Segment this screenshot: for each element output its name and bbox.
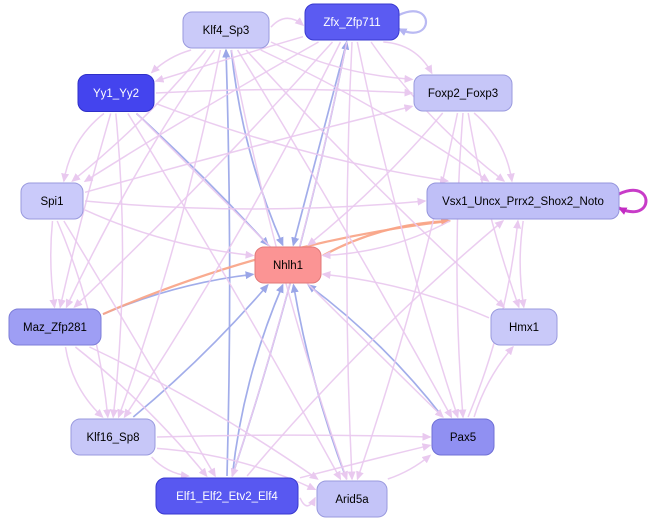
edge-Spi1-Foxp2_Foxp3 (84, 104, 414, 194)
edge-Zfx_Zfp711-Maz_Zfp281 (73, 41, 334, 309)
edge-Maz_Zfp281-Elf1_Elf2_Etv2_Elf4 (74, 346, 208, 478)
edge-Spi1-Maz_Zfp281 (49, 220, 58, 309)
edge-Foxp2_Foxp3-Arid5a (356, 112, 459, 481)
node-Arid5a: Arid5a (316, 480, 388, 518)
edge-Klf4_Sp3-Nhlh1 (230, 49, 284, 247)
edge-Spi1-Nhlh1 (84, 209, 255, 259)
edge-Foxp2_Foxp3-Pax5 (456, 112, 467, 419)
node-box (426, 182, 620, 220)
edge-Hmx1-Nhlh1 (321, 271, 490, 319)
node-box (490, 308, 558, 346)
node-box (155, 477, 299, 515)
edge-Yy1_Yy2-Foxp2_Foxp3 (155, 88, 414, 97)
edge-Zfx_Zfp711-Pax5 (356, 41, 460, 419)
edge-Yy1_Yy2-Maz_Zfp281 (57, 113, 112, 309)
edge-Zfx_Zfp711-Vsx1_Uncx_Prrx2_Shox2_Noto (370, 41, 506, 182)
node-box (8, 308, 102, 346)
edge-Klf4_Sp3-Hmx1 (245, 49, 506, 309)
node-label: Yy1_Yy2 (93, 88, 139, 100)
node-label: Vsx1_Uncx_Prrx2_Shox2_Noto (442, 196, 604, 208)
edge-Yy1_Yy2-Arid5a (127, 113, 342, 481)
edge-Zfx_Zfp711-Arid5a (346, 41, 356, 481)
edge-Zfx_Zfp711-Klf16_Sp8 (123, 41, 342, 419)
node-box (316, 480, 388, 518)
node-box (431, 418, 495, 456)
edge-Elf1_Elf2_Etv2_Elf4-Klf4_Sp3 (222, 48, 231, 477)
node-label: Hmx1 (509, 322, 539, 334)
node-box (182, 11, 270, 49)
edge-Klf4_Sp3-Foxp2_Foxp3 (270, 41, 414, 83)
node-Klf16_Sp8: Klf16_Sp8 (70, 418, 156, 456)
node-box (413, 74, 513, 112)
node-label: Maz_Zfp281 (23, 322, 87, 334)
edge-Elf1_Elf2_Etv2_Elf4-Vsx1_Uncx_Prrx2_Shox2_Noto (246, 220, 505, 477)
edge-Foxp2_Foxp3-Vsx1_Uncx_Prrx2_Shox2_Noto (473, 112, 515, 183)
edge-Klf16_Sp8-Nhlh1 (132, 283, 269, 418)
edge-Klf16_Sp8-Pax5 (156, 432, 432, 441)
edge-Pax5-Nhlh1 (307, 284, 444, 418)
node-Pax5: Pax5 (431, 418, 495, 456)
edge-Yy1_Yy2-Spi1 (61, 112, 105, 183)
edge-Elf1_Elf2_Etv2_Elf4-Nhlh1 (231, 283, 284, 477)
node-label: Nhlh1 (273, 260, 303, 272)
node-Hmx1: Hmx1 (490, 308, 558, 346)
edge-Foxp2_Foxp3-Nhlh1 (307, 112, 444, 246)
node-label: Spi1 (40, 196, 63, 208)
node-Klf4_Sp3: Klf4_Sp3 (182, 11, 270, 49)
edge-Arid5a-Pax5 (387, 454, 432, 480)
edge-Klf4_Sp3-Yy1_Yy2 (150, 49, 192, 74)
node-Maz_Zfp281: Maz_Zfp281 (8, 308, 102, 346)
edge-Spi1-Vsx1_Uncx_Prrx2_Shox2_Noto (84, 197, 427, 210)
edge-Yy1_Yy2-Klf16_Sp8 (110, 113, 124, 419)
edge-Pax5-Hmx1 (473, 345, 514, 418)
edge-Klf16_Sp8-Elf1_Elf2_Etv2_Elf4 (151, 456, 190, 480)
node-box (70, 418, 156, 456)
edge-Elf1_Elf2_Etv2_Elf4-Arid5a (299, 496, 316, 507)
edge-Zfx_Zfp711-Yy1_Yy2 (154, 35, 304, 83)
node-box (304, 3, 400, 41)
edge-Vsx1_Uncx_Prrx2_Shox2_Noto-Hmx1 (518, 220, 527, 309)
node-Elf1_Elf2_Etv2_Elf4: Elf1_Elf2_Etv2_Elf4 (155, 477, 299, 515)
edge-Spi1-Elf1_Elf2_Etv2_Elf4 (63, 220, 216, 478)
node-Vsx1_Uncx_Prrx2_Shox2_Noto: Vsx1_Uncx_Prrx2_Shox2_Noto (426, 182, 620, 220)
node-box (77, 74, 155, 112)
node-label: Foxp2_Foxp3 (428, 88, 498, 100)
node-label: Arid5a (335, 494, 369, 506)
node-label: Klf4_Sp3 (203, 25, 250, 37)
node-label: Elf1_Elf2_Etv2_Elf4 (176, 491, 278, 503)
node-Foxp2_Foxp3: Foxp2_Foxp3 (413, 74, 513, 112)
self-loop-Zfx_Zfp711 (397, 10, 428, 36)
node-label: Klf16_Sp8 (86, 432, 139, 444)
edge-Yy1_Yy2-Vsx1_Uncx_Prrx2_Shox2_Noto (155, 102, 450, 184)
node-label: Zfx_Zfp711 (323, 17, 380, 29)
edge-Klf16_Sp8-Arid5a (156, 447, 317, 491)
edge-Elf1_Elf2_Etv2_Elf4-Pax5 (299, 443, 432, 479)
edge-Klf4_Sp3-Vsx1_Uncx_Prrx2_Shox2_Noto (260, 49, 490, 182)
edge-Zfx_Zfp711-Foxp2_Foxp3 (383, 41, 433, 75)
edge-Maz_Zfp281-Arid5a (89, 346, 319, 480)
node-Spi1: Spi1 (20, 182, 84, 220)
edge-Vsx1_Uncx_Prrx2_Shox2_Noto-Nhlh1 (321, 220, 450, 260)
node-box (20, 182, 84, 220)
node-Zfx_Zfp711: Zfx_Zfp711 (304, 3, 400, 41)
edge-Zfx_Zfp711-Nhlh1 (291, 41, 348, 247)
node-Yy1_Yy2: Yy1_Yy2 (77, 74, 155, 112)
edge-Maz_Zfp281-Klf16_Sp8 (64, 346, 104, 419)
node-Nhlh1: Nhlh1 (254, 246, 322, 284)
edge-Klf4_Sp3-Zfx_Zfp711 (270, 17, 305, 28)
node-label: Pax5 (450, 432, 476, 444)
self-loop-Vsx1_Uncx_Prrx2_Shox2_Noto (617, 188, 648, 215)
edge-Zfx_Zfp711-Spi1 (83, 41, 319, 183)
node-box (254, 246, 322, 284)
edge-Klf4_Sp3-Maz_Zfp281 (65, 49, 216, 309)
